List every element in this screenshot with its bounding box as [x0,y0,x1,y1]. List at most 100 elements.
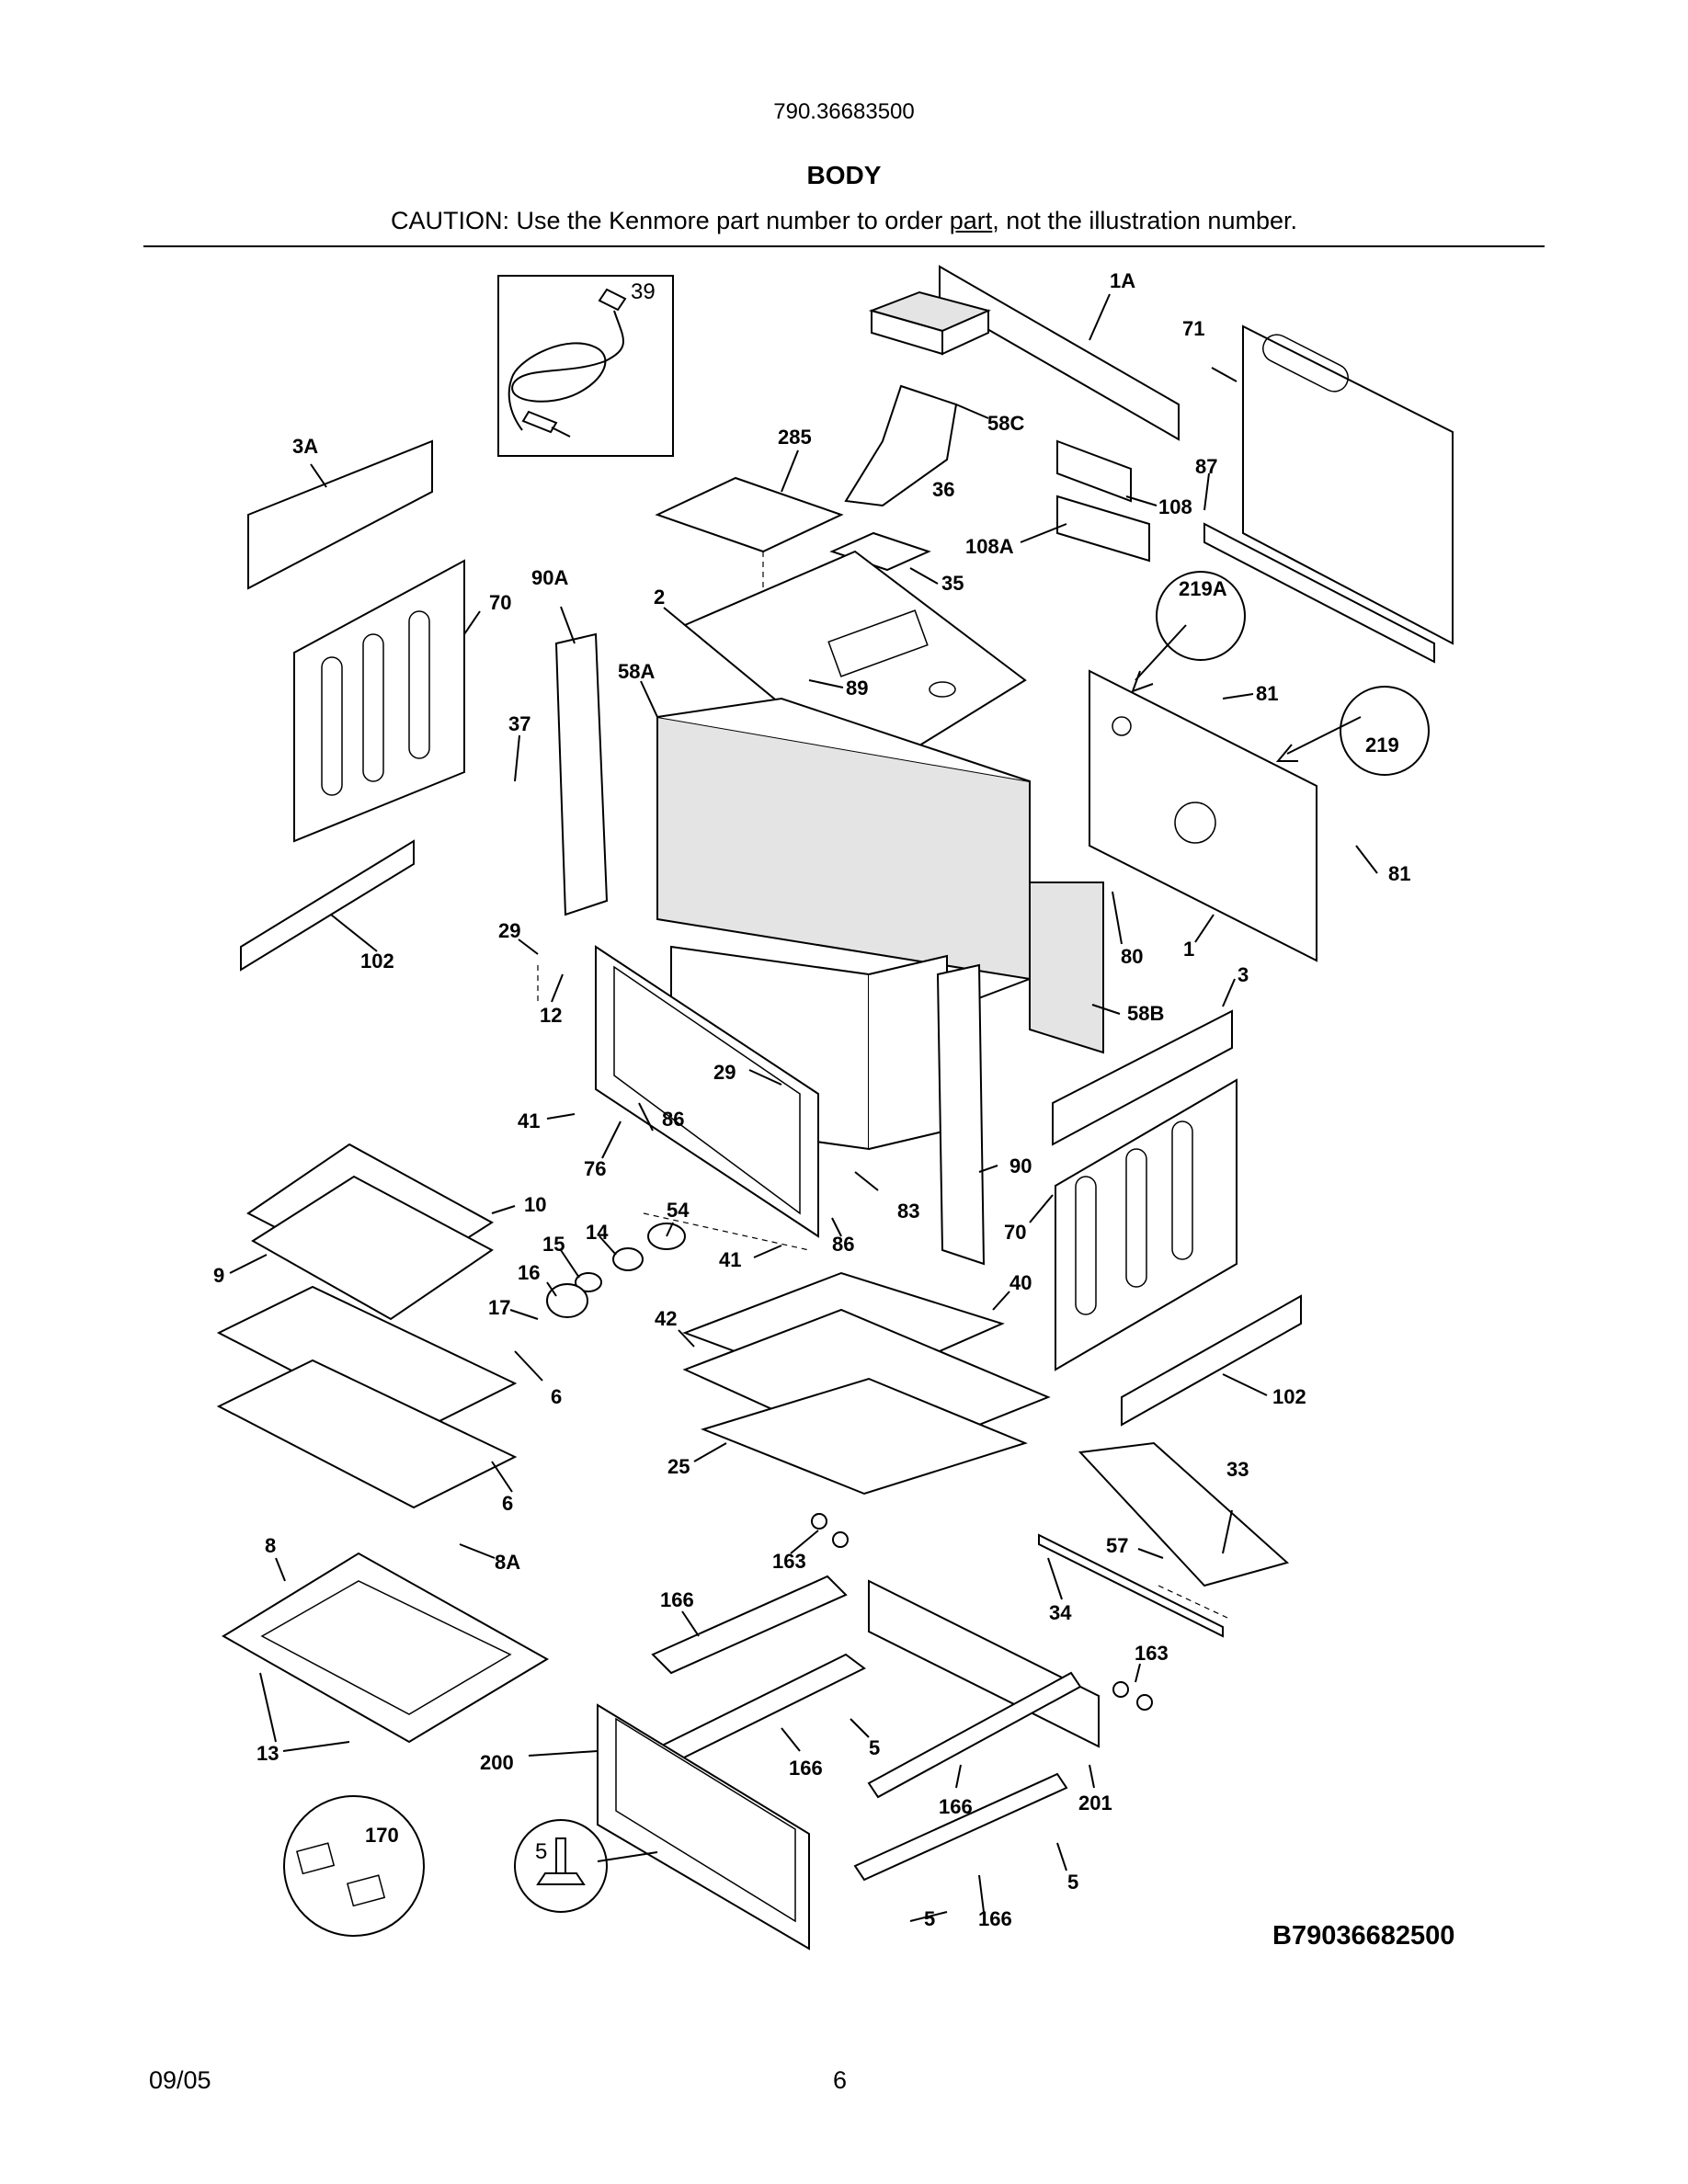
part-1-shape [1089,669,1317,962]
part-25-shape [700,1377,1028,1496]
part-102-left-shape [240,839,415,972]
callout-2: 2 [654,586,665,609]
callout-16: 16 [518,1261,540,1284]
part-108-shape [1056,439,1132,503]
callout-285: 285 [778,426,812,449]
callout-17: 17 [488,1296,510,1319]
part-87-shape [1203,522,1435,664]
callout-90: 90 [1009,1155,1032,1177]
callout-25: 25 [667,1455,690,1478]
part-166-c-shape [867,1671,1082,1799]
callout-40: 40 [1009,1271,1032,1294]
header-divider [143,245,1545,247]
callout-166-a: 166 [660,1588,694,1611]
callout-35: 35 [941,572,964,595]
callout-41-lower: 41 [719,1248,741,1271]
callout-86-upper: 86 [662,1108,684,1131]
callout-81-lower: 81 [1388,862,1410,885]
callout-102-right: 102 [1272,1385,1306,1408]
callout-54: 54 [667,1199,690,1222]
callout-29-left: 29 [498,919,520,942]
callout-10: 10 [524,1193,546,1216]
callout-81-upper: 81 [1256,682,1278,705]
part-1a-shape [939,265,1180,441]
callout-83: 83 [897,1200,919,1223]
part-3-shape [1052,1009,1233,1146]
part-58a-front [656,715,1031,981]
callout-58b: 58B [1127,1002,1164,1025]
part-90a-shape [554,632,609,916]
callout-34: 34 [1049,1601,1072,1624]
callout-labels: 39 1A 71 3A 285 58C 36 108 87 108A 35 90… [213,269,1410,1930]
callout-201: 201 [1078,1792,1112,1814]
callout-70-right: 70 [1004,1221,1026,1244]
part-170-inset [283,1795,425,1937]
callout-6-upper: 6 [551,1385,562,1408]
part-102-right-shape [1121,1294,1302,1427]
callout-102-left: 102 [360,950,394,973]
part-108a-shape [1056,495,1150,563]
callout-90a: 90A [531,566,568,589]
callout-58a: 58A [618,660,655,683]
callout-14: 14 [586,1221,609,1244]
callout-15: 15 [542,1233,565,1256]
caution-prefix: CAUTION: Use the Kenmore part number to … [391,207,950,234]
callout-9: 9 [213,1264,224,1287]
callout-200: 200 [480,1751,514,1774]
callout-5-inset: 5 [535,1839,547,1864]
part-163-upper-b [832,1531,849,1548]
callout-87: 87 [1195,455,1217,478]
part-285-shape [655,476,844,553]
callout-219a: 219A [1179,577,1227,600]
part-90-shape [936,963,986,1266]
part-71-shape [1242,324,1454,645]
callout-39: 39 [631,279,656,304]
part-33-shape [1078,1441,1290,1587]
callout-80: 80 [1121,945,1143,968]
part-163-upper-a [811,1513,827,1530]
callout-76: 76 [584,1157,606,1180]
part-58b-shape [1029,882,1104,1054]
callout-89: 89 [846,677,868,700]
callout-5-a: 5 [869,1736,880,1759]
part-34-shape [1038,1533,1224,1638]
footer-page-number: 6 [833,2066,848,2094]
callout-12: 12 [540,1004,562,1027]
callout-70-left: 70 [489,591,511,614]
callout-57: 57 [1106,1534,1128,1557]
callout-37: 37 [508,712,530,735]
part-200-shape [597,1703,810,1951]
callout-33: 33 [1226,1458,1249,1481]
part-166-d-shape [853,1772,1068,1882]
callout-8: 8 [265,1534,276,1557]
part-166-a-shape [651,1575,848,1675]
dashed-guides [537,552,1228,1619]
callout-163-lower: 163 [1135,1642,1169,1665]
callout-1a: 1A [1110,269,1135,292]
drawing-code: B79036682500 [1272,1921,1455,1951]
callout-108: 108 [1158,495,1192,518]
footer-date: 09/05 [149,2066,211,2094]
part-163-lower-b [1136,1694,1153,1711]
section-title: BODY [806,161,882,189]
callout-166-b: 166 [789,1757,823,1780]
callout-6-lower: 6 [502,1492,513,1515]
callout-163-upper: 163 [772,1550,806,1573]
caution-suffix: , not the illustration number. [992,207,1297,234]
callout-108a: 108A [965,535,1014,558]
callout-58c: 58C [987,412,1024,435]
callout-42: 42 [655,1307,677,1330]
caution-link[interactable]: part [949,207,993,234]
part-9-shape [251,1175,494,1321]
callout-166-c: 166 [939,1795,973,1818]
leader-lines [229,293,1378,1922]
callout-29-center: 29 [713,1061,736,1084]
callout-36: 36 [932,478,954,501]
part-6-lower-shape [216,1359,518,1509]
callout-5-b: 5 [1067,1871,1078,1894]
callout-219: 219 [1365,734,1399,756]
part-166-b-shape [658,1653,866,1762]
part-219-circle [1340,686,1430,776]
part-76-shape [595,945,819,1238]
